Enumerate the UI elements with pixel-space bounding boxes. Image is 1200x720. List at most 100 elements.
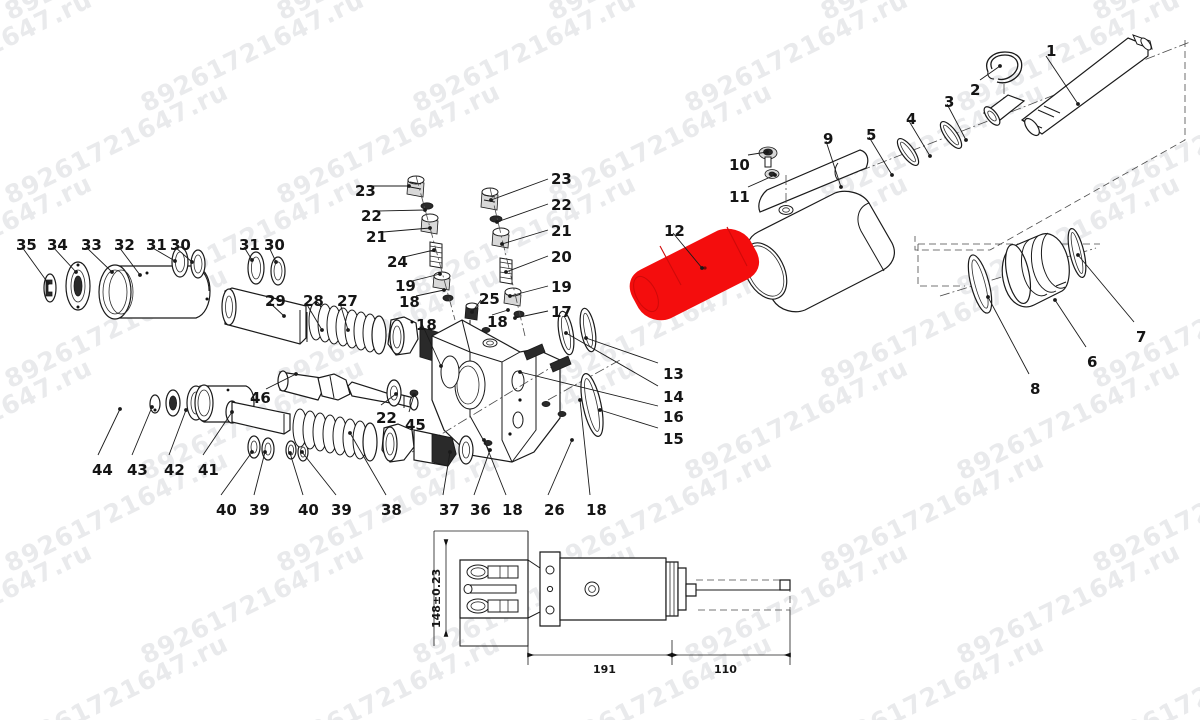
callout-label-38[interactable]: 38	[381, 501, 402, 519]
part-16-seal-strip	[523, 343, 572, 373]
part-40a-ring	[247, 435, 261, 459]
callout-label-24[interactable]: 24	[387, 253, 408, 271]
callout-label-1[interactable]: 1	[1046, 42, 1057, 60]
callout-label-22[interactable]: 22	[376, 409, 397, 427]
callout-label-7[interactable]: 7	[1136, 328, 1147, 346]
part-36-washer	[458, 435, 474, 465]
callout-label-37[interactable]: 37	[439, 501, 460, 519]
callout-label-15[interactable]: 15	[663, 430, 684, 448]
main-cylinder-body	[742, 190, 895, 313]
callout-label-39[interactable]: 39	[331, 501, 352, 519]
callout-label-10[interactable]: 10	[729, 156, 750, 174]
callout-label-20[interactable]: 20	[551, 248, 572, 266]
part-39a-ring	[261, 437, 275, 461]
part-18-pin-d	[483, 439, 493, 446]
callout-label-18[interactable]: 18	[586, 501, 607, 519]
part-14-o-ring	[579, 307, 597, 353]
callout-label-40[interactable]: 40	[216, 501, 237, 519]
callout-label-34[interactable]: 34	[47, 236, 68, 254]
callout-label-40[interactable]: 40	[298, 501, 319, 519]
callout-label-35[interactable]: 35	[16, 236, 37, 254]
part-22R-washer	[489, 215, 503, 223]
callout-label-9[interactable]: 9	[823, 130, 834, 148]
part-4-o-ring	[939, 120, 963, 150]
callout-label-42[interactable]: 42	[164, 461, 185, 479]
callout-label-21[interactable]: 21	[551, 222, 572, 240]
housing-port	[778, 205, 794, 215]
callout-label-31[interactable]: 31	[239, 236, 260, 254]
callout-label-19[interactable]: 19	[395, 277, 416, 295]
callout-label-22[interactable]: 22	[551, 196, 572, 214]
callout-label-4[interactable]: 4	[906, 110, 917, 128]
part-8-o-ring	[967, 254, 993, 314]
callout-label-46[interactable]: 46	[250, 389, 271, 407]
callout-label-36[interactable]: 36	[470, 501, 491, 519]
callout-label-21[interactable]: 21	[366, 228, 387, 246]
callout-label-30[interactable]: 30	[170, 236, 191, 254]
callout-label-13[interactable]: 13	[663, 365, 684, 383]
callout-label-17[interactable]: 17	[551, 303, 572, 321]
callout-label-8[interactable]: 8	[1030, 380, 1041, 398]
callout-label-3[interactable]: 3	[944, 93, 955, 111]
callout-label-19[interactable]: 19	[551, 278, 572, 296]
callout-label-2[interactable]: 2	[970, 81, 981, 99]
callout-label-32[interactable]: 32	[114, 236, 135, 254]
part-18-pin-left	[442, 294, 454, 302]
part-15-o-ring	[580, 373, 604, 437]
dimension-d2: 191	[593, 663, 616, 676]
callout-label-6[interactable]: 6	[1087, 353, 1098, 371]
callout-label-11[interactable]: 11	[729, 188, 750, 206]
part-1-piston-rod	[1020, 34, 1153, 137]
callout-label-18[interactable]: 18	[399, 293, 420, 311]
part-33-32-cylinder-tube	[98, 264, 211, 320]
valve-bore-2	[440, 355, 460, 389]
valve-bore-3	[511, 370, 525, 392]
part-28-nut	[387, 316, 419, 356]
part-43-ring	[165, 389, 181, 417]
valve-bore-1	[454, 360, 486, 410]
part-35-retaining-ring	[43, 273, 57, 303]
part-30a-ring	[190, 249, 206, 279]
part-23L-bolt	[406, 175, 425, 198]
callout-label-14[interactable]: 14	[663, 388, 684, 406]
callout-label-22[interactable]: 22	[361, 207, 382, 225]
callout-label-44[interactable]: 44	[92, 461, 113, 479]
callout-label-5[interactable]: 5	[866, 126, 877, 144]
callout-label-16[interactable]: 16	[663, 408, 684, 426]
callout-label-45[interactable]: 45	[405, 416, 426, 434]
callout-label-27[interactable]: 27	[337, 292, 358, 310]
callout-label-29[interactable]: 29	[265, 292, 286, 310]
part-31b-ring	[247, 251, 265, 285]
bottom-dimension-view	[433, 530, 791, 665]
part-30b-ring	[270, 256, 286, 286]
callout-label-31[interactable]: 31	[146, 236, 167, 254]
callout-label-12[interactable]: 12	[664, 222, 685, 240]
part-10-bolt	[758, 146, 778, 168]
callout-label-28[interactable]: 28	[303, 292, 324, 310]
callout-label-25[interactable]: 25	[479, 290, 500, 308]
part-5-o-ring	[896, 137, 920, 167]
valve-bore-4	[512, 411, 524, 429]
callout-label-33[interactable]: 33	[81, 236, 102, 254]
callout-label-18[interactable]: 18	[416, 316, 437, 334]
part-40b-ring	[285, 440, 297, 460]
callout-label-39[interactable]: 39	[249, 501, 270, 519]
part-26-pin-b	[557, 410, 567, 417]
callout-label-30[interactable]: 30	[264, 236, 285, 254]
part-34-seal	[65, 261, 91, 311]
part-3-bushing	[982, 94, 1026, 126]
callout-label-18[interactable]: 18	[502, 501, 523, 519]
part-20-spring	[499, 257, 513, 285]
part-23R-bolt	[480, 187, 499, 211]
callout-label-41[interactable]: 41	[198, 461, 219, 479]
part-19R-seat	[503, 287, 522, 307]
callout-label-43[interactable]: 43	[127, 461, 148, 479]
part-37-nut	[381, 423, 415, 463]
callout-label-23[interactable]: 23	[355, 182, 376, 200]
part-22L-washer	[420, 202, 434, 210]
callout-label-18[interactable]: 18	[487, 313, 508, 331]
callout-label-26[interactable]: 26	[544, 501, 565, 519]
callout-label-23[interactable]: 23	[551, 170, 572, 188]
